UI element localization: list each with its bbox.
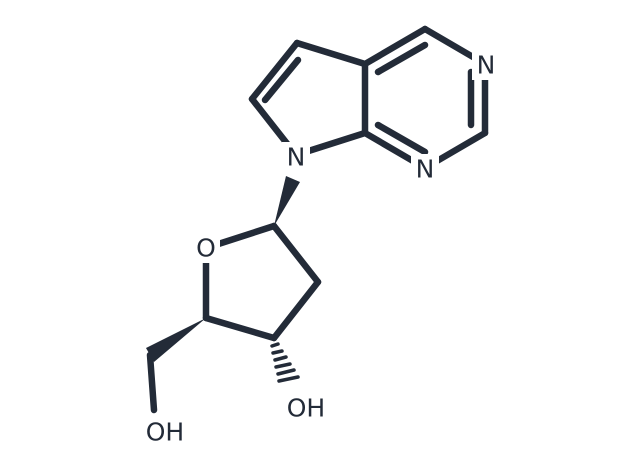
svg-text:OH: OH [287, 394, 325, 423]
wedge-c1-n [274, 176, 300, 226]
svg-text:O: O [196, 234, 216, 263]
bond-c6-c5-inner [261, 56, 302, 104]
bond-c2-c3 [270, 278, 322, 342]
svg-text:N: N [477, 51, 496, 80]
bond-c1-c2 [270, 222, 322, 286]
atom-n-pyrimidine-bottom: N [411, 154, 439, 184]
atom-o-ring: O [192, 233, 220, 263]
bond-c3-c4 [202, 314, 278, 342]
atom-n-pyrimidine-top: N [472, 50, 500, 80]
svg-text:OH: OH [146, 418, 184, 447]
wedge-c4-c5 [146, 318, 206, 362]
bond-c4a-c4-inner [374, 41, 429, 76]
svg-text:N: N [287, 143, 306, 172]
atom-oh-primary: OH [142, 416, 188, 448]
svg-text:N: N [416, 155, 435, 184]
bond-c4a-c4 [361, 25, 429, 68]
hash-c3-oh [270, 342, 300, 383]
bond-c5-c4a [293, 39, 369, 68]
bond-c5-oh [146, 351, 158, 414]
bond-c6-c5 [248, 39, 301, 103]
bond-n1-c7a-inner [374, 121, 429, 156]
atom-n-pyrrole: N [282, 142, 310, 172]
atom-oh-secondary: OH [284, 392, 328, 424]
